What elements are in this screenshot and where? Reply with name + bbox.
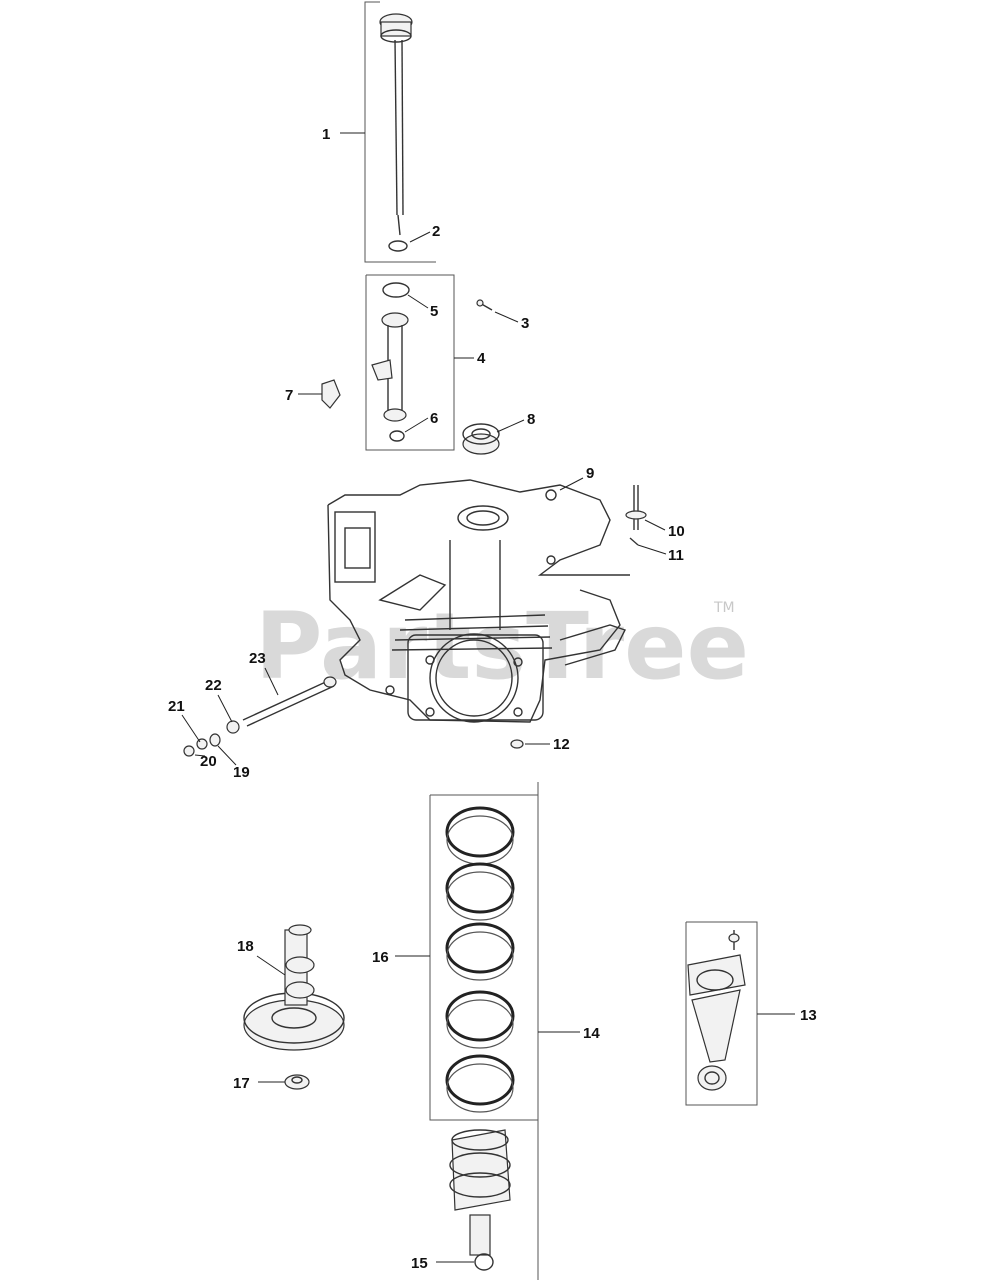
callout-1: 1 [322,126,330,143]
camshaft-part-18 [243,924,345,1051]
bracket-part-7 [321,379,341,409]
callout-11: 11 [668,547,684,564]
callout-15: 15 [411,1255,428,1272]
watermark-trademark: TM [713,600,735,616]
callout-12: 12 [553,736,570,753]
callout-10: 10 [668,523,685,540]
connecting-rod-assembly [685,921,758,1106]
callout-13: 13 [800,1007,817,1024]
callout-19: 19 [233,764,250,781]
stud-part-10 [625,485,647,530]
callout-8: 8 [527,411,535,428]
callout-16: 16 [372,949,389,966]
callout-5: 5 [430,303,438,320]
callout-20: 20 [200,753,217,770]
plug-part-12 [510,739,524,749]
piston-part [449,1129,511,1256]
callout-9: 9 [586,465,594,482]
callout-21: 21 [168,698,185,715]
callout-4: 4 [477,350,486,367]
breather-tube-part-23 [242,676,337,727]
washer-part-19 [209,733,221,747]
crankcase-cylinder-block [327,479,630,723]
leader-lines [181,132,795,1263]
callout-7: 7 [285,387,293,404]
piston-pin-retainer-part-15 [474,1253,494,1271]
callout-3: 3 [521,315,529,332]
callout-2: 2 [432,223,440,240]
callout-23: 23 [249,650,266,667]
callout-labels: 1 2 3 4 5 6 7 8 9 10 11 12 13 14 15 16 1… [168,126,817,1272]
seal-part-8 [462,423,500,455]
callout-17: 17 [233,1075,250,1092]
piston-ring-set [429,782,539,1280]
dipstick-assembly [364,1,436,263]
oil-fill-tube-assembly [365,274,455,451]
callout-18: 18 [237,938,254,955]
callout-14: 14 [583,1025,600,1042]
callout-6: 6 [430,410,438,427]
screw-part-3 [476,299,493,311]
o-ring-part-2 [388,240,408,252]
callout-22: 22 [205,677,222,694]
nut-part-22 [226,720,240,734]
washer-part-17 [284,1074,310,1090]
nut-part-20 [183,745,195,757]
stud-part-11 [629,537,639,546]
watermark-text: PartsTree [255,593,749,700]
